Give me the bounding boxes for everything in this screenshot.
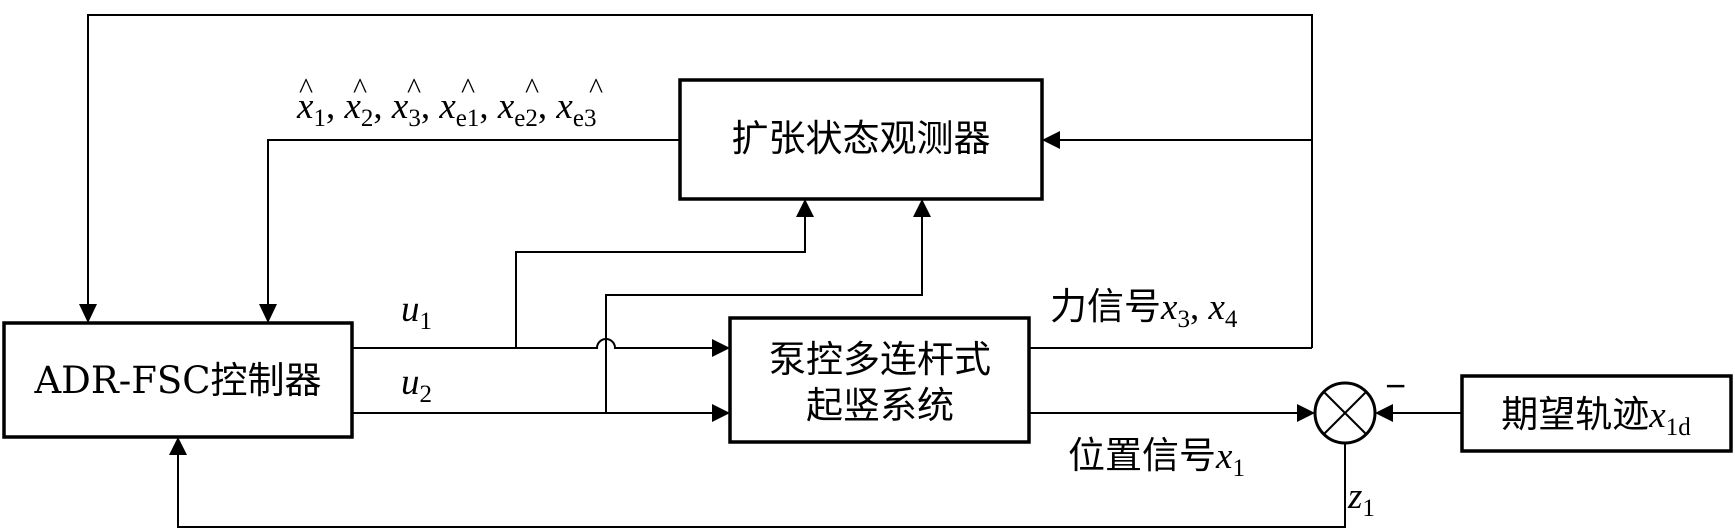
reference-block: 期望轨迹x1d xyxy=(1460,374,1733,453)
minus-sign: − xyxy=(1385,365,1406,406)
plant-label-line2: 起竖系统 xyxy=(806,384,954,427)
u2-label: u2 xyxy=(401,362,432,408)
controller-label: ADR-FSC控制器 xyxy=(33,359,321,402)
error-label: z1 xyxy=(1347,476,1375,522)
estimates-list: x1, x2, x3, xe1, xe2, xe3 xyxy=(296,86,596,132)
outer-feedback-line xyxy=(87,14,1313,348)
hat-accent: ^ xyxy=(407,72,421,105)
hat-accent: ^ xyxy=(353,72,367,105)
arrowhead-plant-u1 xyxy=(712,339,730,357)
hat-accent: ^ xyxy=(461,72,475,105)
arrowhead-observer-bottom-left xyxy=(796,199,814,217)
reference-label: 期望轨迹x1d xyxy=(1501,393,1691,441)
estimates-line xyxy=(267,139,680,308)
arrowhead-junction-right xyxy=(1375,404,1393,422)
hat-accent: ^ xyxy=(525,72,539,105)
controller-block: ADR-FSC控制器 xyxy=(2,321,354,439)
estimates-label: ^ ^ ^ ^ ^ ^ x1, x2, x3, xe1, xe2, xe3 xyxy=(296,72,603,132)
summing-junction xyxy=(1313,381,1377,445)
arrowhead-observer-right xyxy=(1042,131,1060,149)
observer-label: 扩张状态观测器 xyxy=(732,117,991,160)
hat-accent: ^ xyxy=(589,72,603,105)
plant-block: 泵控多连杆式 起竖系统 xyxy=(728,316,1031,444)
arrowhead-plant-u2 xyxy=(712,404,730,422)
force-signal-label: 力信号x3, x4 xyxy=(1050,285,1238,333)
hat-accent: ^ xyxy=(299,72,313,105)
observer-block: 扩张状态观测器 xyxy=(678,78,1044,201)
u1-branch-line xyxy=(515,215,806,348)
u1-line xyxy=(352,338,714,349)
u1-label: u1 xyxy=(401,289,432,335)
plant-label-line1: 泵控多连杆式 xyxy=(769,338,991,381)
arrowhead-controller-bottom xyxy=(169,437,187,455)
arrowhead-controller-top-left xyxy=(79,304,97,323)
error-feedback-line xyxy=(177,443,1346,528)
arrowhead-junction-left xyxy=(1297,404,1315,422)
position-signal-label: 位置信号x1 xyxy=(1068,434,1245,482)
u2-branch-line xyxy=(605,215,923,413)
arrowhead-observer-bottom-right xyxy=(913,199,931,217)
arrowhead-controller-top-right xyxy=(259,304,277,323)
